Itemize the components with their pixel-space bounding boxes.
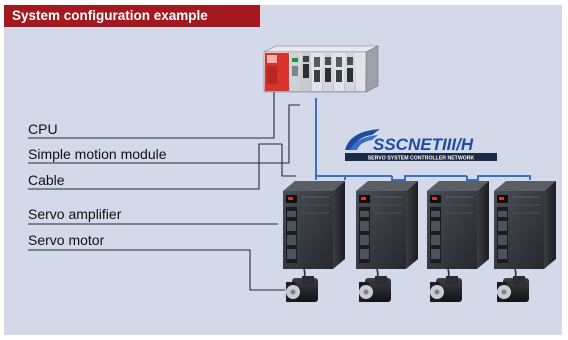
module-leader-line	[28, 104, 300, 164]
servo-amplifier-icon	[283, 181, 556, 269]
section-title: System configuration example	[4, 5, 260, 27]
label-servo-motor: Servo motor	[28, 232, 105, 248]
label-servo-amplifier: Servo amplifier	[28, 206, 122, 222]
label-cpu: CPU	[28, 121, 58, 137]
sscnet-logo: SSCNETIII/H SERVO SYSTEM CONTROLLER NETW…	[345, 129, 497, 162]
servo-motor-icon	[286, 276, 529, 302]
label-simple-motion-module: Simple motion module	[28, 146, 167, 162]
motor-leader-line	[28, 249, 285, 291]
sscnet-tagline-text: SERVO SYSTEM CONTROLLER NETWORK	[368, 156, 475, 162]
leader-lines	[28, 77, 300, 291]
network-cable	[315, 98, 531, 181]
cpu-leader-line	[28, 77, 290, 139]
sscnet-brand-text: SSCNETIII/H	[373, 135, 474, 154]
cable-bracket-line	[281, 144, 296, 177]
motor-cables	[302, 268, 517, 281]
label-cable: Cable	[28, 172, 65, 188]
plc-rack-icon	[263, 45, 379, 93]
cable-leader-line	[28, 143, 282, 190]
